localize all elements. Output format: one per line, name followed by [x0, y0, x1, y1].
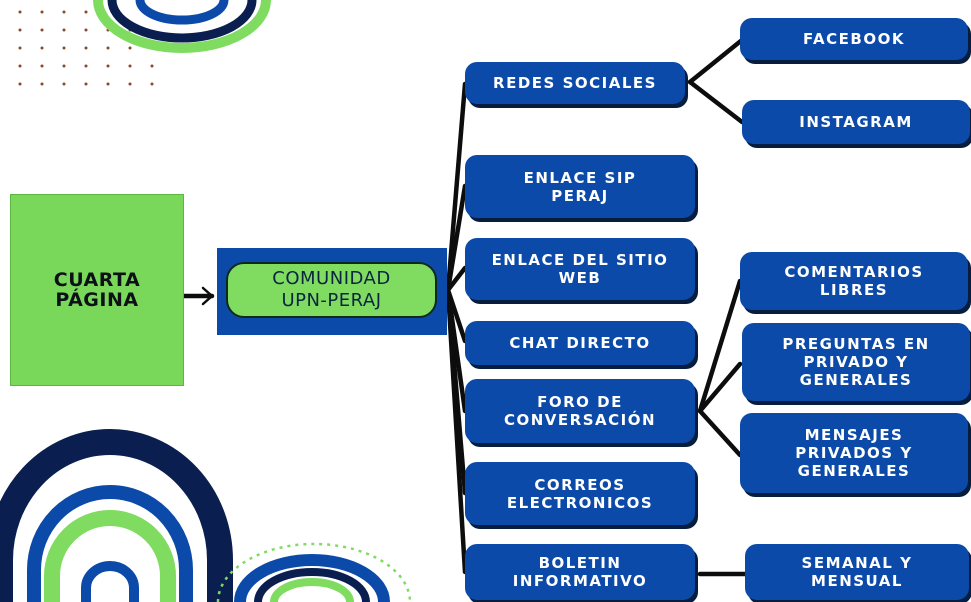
page-label-box: CUARTA PÁGINA [10, 194, 184, 386]
node-instagram[interactable]: INSTAGRAM [742, 100, 970, 144]
connector-to-enlace-sip [445, 183, 468, 293]
connector-to-comentarios [697, 278, 743, 414]
node-redes-sociales[interactable]: REDES SOCIALES [465, 62, 685, 104]
central-node[interactable]: COMUNIDAD UPN-PERAJ [226, 262, 437, 318]
bottom-left-arc-decoration [0, 429, 233, 602]
dot-grid-decoration [18, 10, 154, 86]
node-preguntas-privado-generales[interactable]: PREGUNTAS EN PRIVADO Y GENERALES [742, 323, 970, 401]
bottom-center-arc-decoration [216, 542, 412, 602]
node-facebook[interactable]: FACEBOOK [740, 18, 968, 60]
connector-to-preguntas [697, 361, 743, 414]
node-foro-conversacion[interactable]: FORO DE CONVERSACIÓN [465, 379, 695, 443]
connector-to-boletin [445, 287, 468, 575]
node-boletin-informativo[interactable]: BOLETIN INFORMATIVO [465, 544, 695, 600]
node-enlace-sip-peraj[interactable]: ENLACE SIP PERAJ [465, 155, 695, 218]
node-enlace-sitio-web[interactable]: ENLACE DEL SITIO WEB [465, 238, 695, 300]
node-correos-electronicos[interactable]: CORREOS ELECTRONICOS [465, 462, 695, 525]
node-semanal-mensual[interactable]: SEMANAL Y MENSUAL [745, 544, 969, 600]
node-chat-directo[interactable]: CHAT DIRECTO [465, 321, 695, 365]
arrow-head-page-to-center [201, 286, 214, 306]
node-comentarios-libres[interactable]: COMENTARIOS LIBRES [740, 252, 968, 310]
connector-to-enlace-sitio-web [445, 265, 468, 293]
node-mensajes-privados-generales[interactable]: MENSAJES PRIVADOS Y GENERALES [740, 413, 968, 493]
connector-to-mensajes [697, 408, 743, 458]
connector-to-instagram [687, 79, 745, 125]
top-arc-decoration [93, 0, 271, 53]
connector-to-facebook [687, 37, 745, 85]
connector-to-redes-sociales [445, 81, 468, 293]
